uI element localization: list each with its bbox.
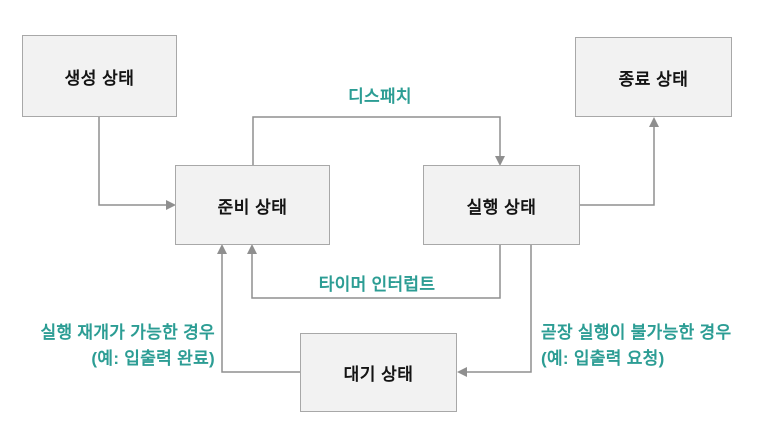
arrow-running-to-terminated [580, 126, 655, 206]
state-box-waiting: 대기 상태 [300, 333, 457, 412]
arrow-timer-interrupt [251, 245, 501, 299]
arrowhead-dispatch [495, 156, 505, 166]
state-box-ready: 준비 상태 [175, 165, 330, 245]
arrowhead-waiting-to-ready [217, 244, 227, 254]
arrow-created-to-ready [98, 117, 167, 206]
transition-label-block-line2: (예: 입출력 요청) [541, 349, 665, 368]
transition-label-wakeup-line2: (예: 입출력 완료) [91, 349, 215, 368]
transition-label-block: 곧장 실행이 불가능한 경우 (예: 입출력 요청) [541, 320, 756, 372]
arrow-waiting-to-ready [221, 253, 300, 373]
state-label-waiting: 대기 상태 [343, 365, 414, 384]
arrowhead-created-to-ready [166, 200, 176, 210]
transition-label-timer-interrupt: 타이머 인터럽트 [318, 275, 436, 294]
state-box-created: 생성 상태 [22, 35, 177, 117]
transition-label-block-line1: 곧장 실행이 불가능한 경우 [541, 323, 732, 342]
state-label-terminated: 종료 상태 [618, 69, 689, 89]
transition-label-wakeup-line1: 실행 재개가 가능한 경우 [40, 323, 215, 342]
arrow-running-to-waiting [466, 245, 532, 373]
state-box-running: 실행 상태 [423, 165, 580, 245]
transition-label-dispatch: 디스패치 [348, 87, 412, 106]
arrowhead-running-to-terminated [649, 117, 659, 127]
arrowhead-timer-interrupt [247, 244, 257, 254]
transition-label-wakeup: 실행 재개가 가능한 경우 (예: 입출력 완료) [10, 320, 215, 372]
arrowhead-running-to-waiting [457, 367, 467, 377]
state-label-ready: 준비 상태 [217, 197, 288, 217]
state-box-terminated: 종료 상태 [575, 37, 732, 117]
state-label-created: 생성 상태 [64, 68, 135, 88]
state-label-running: 실행 상태 [466, 197, 537, 217]
arrow-dispatch [252, 116, 501, 165]
